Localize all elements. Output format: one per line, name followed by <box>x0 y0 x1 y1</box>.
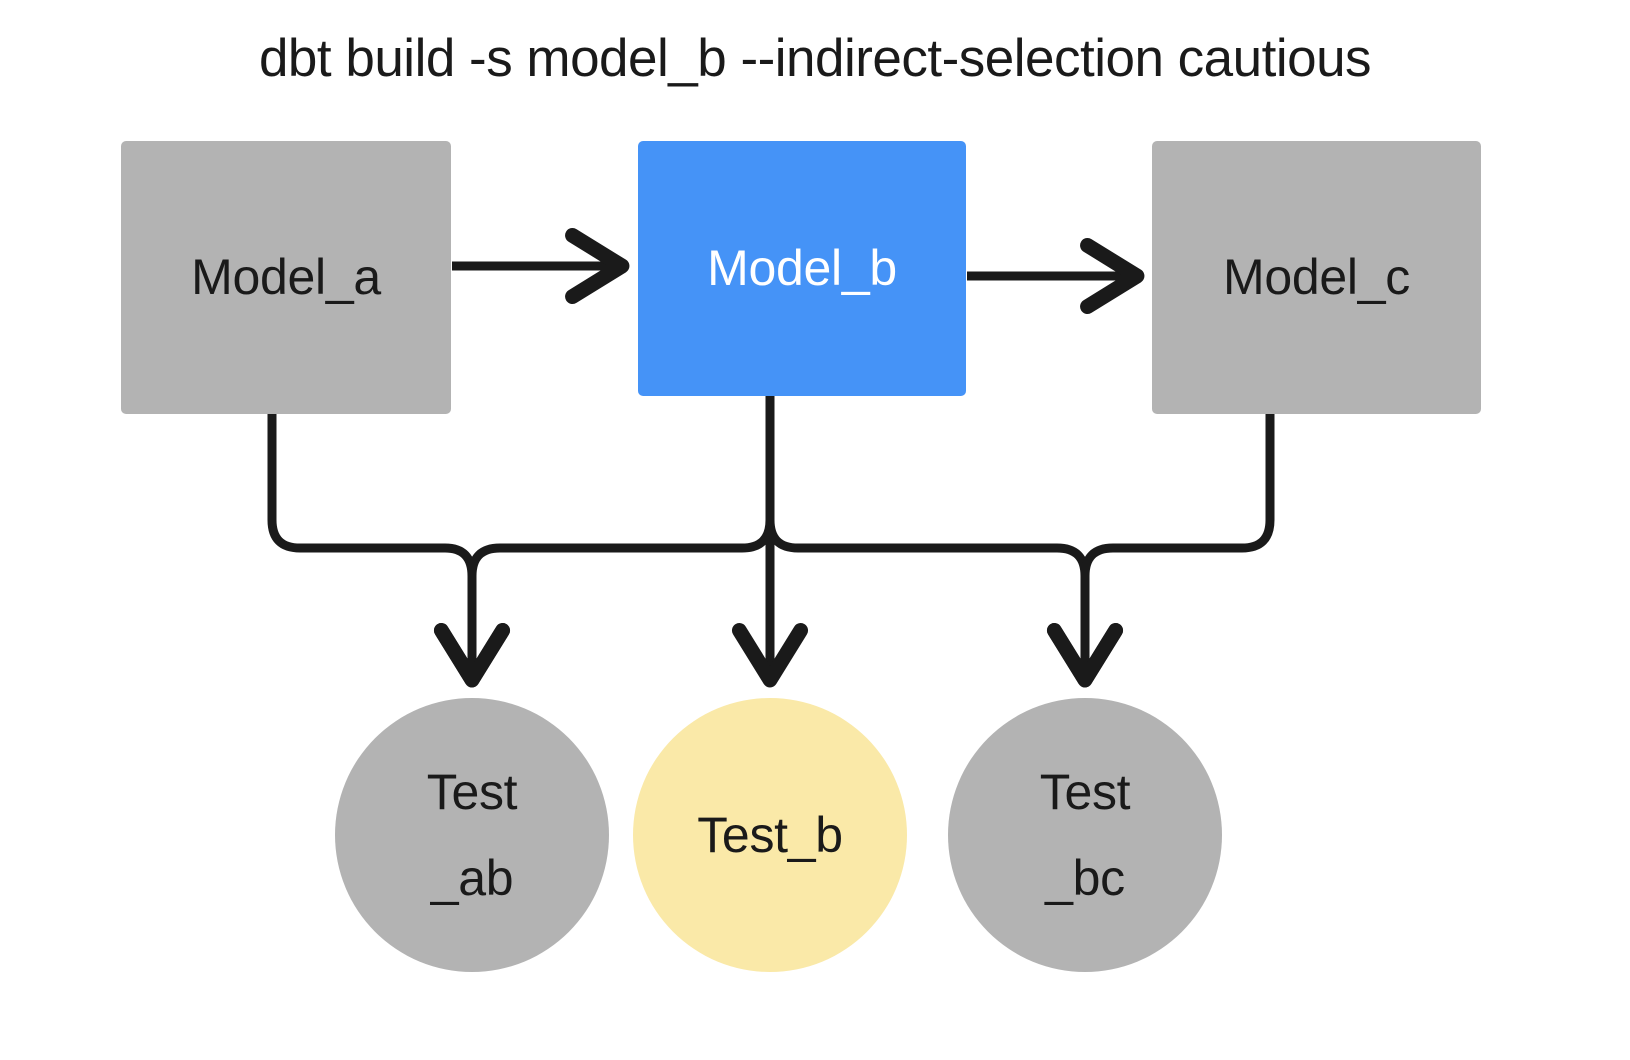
node-model-b[interactable]: Model_b <box>638 141 966 396</box>
edge-model-b-to-test-bc <box>765 396 1124 688</box>
node-model-a[interactable]: Model_a <box>121 141 451 414</box>
node-test-ab-label: Test _ab <box>426 764 518 906</box>
node-test-ab[interactable]: Test _ab <box>335 698 609 972</box>
edge-model-a-to-test-ab <box>267 414 511 688</box>
node-model-a-label: Model_a <box>191 249 381 306</box>
node-test-bc[interactable]: Test _bc <box>948 698 1222 972</box>
node-model-b-label: Model_b <box>707 240 897 297</box>
edge-model-c-to-test-bc <box>1046 414 1275 688</box>
edge-model-b-to-test-ab <box>433 396 775 688</box>
page-title: dbt build -s model_b --indirect-selectio… <box>258 29 1372 88</box>
node-test-bc-label: Test _bc <box>1039 764 1131 906</box>
node-model-c-label: Model_c <box>1223 249 1410 306</box>
node-test-b-label: Test_b <box>697 807 843 863</box>
node-test-b[interactable]: Test_b <box>633 698 907 972</box>
node-model-c[interactable]: Model_c <box>1152 141 1481 414</box>
